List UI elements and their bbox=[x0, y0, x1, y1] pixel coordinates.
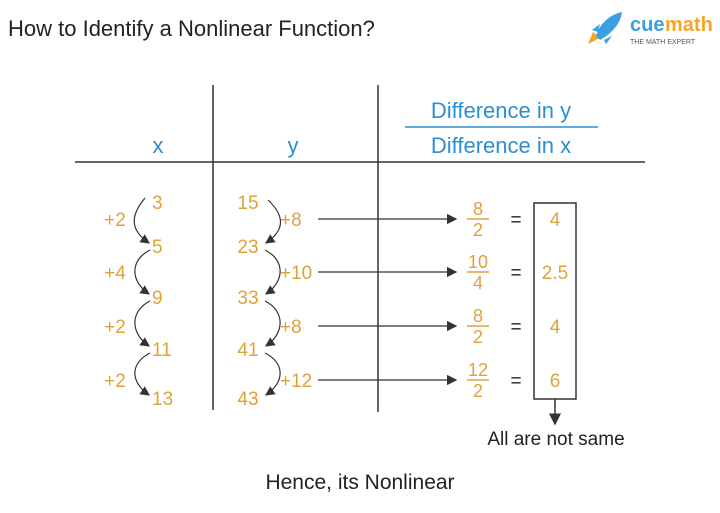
results-box bbox=[533, 202, 577, 400]
logo-tagline: THE MATH EXPERT bbox=[630, 39, 696, 46]
ratio-result: 4 bbox=[550, 317, 561, 338]
header-x: x bbox=[153, 133, 164, 158]
note-text: All are not same bbox=[487, 429, 624, 450]
x-difference: +2 bbox=[104, 317, 126, 338]
logo-brand-cue: cue bbox=[630, 14, 664, 36]
equals-sign: = bbox=[510, 210, 521, 231]
fraction-numerator: 12 bbox=[468, 360, 488, 380]
x-difference: +2 bbox=[104, 371, 126, 392]
equals-sign: = bbox=[510, 317, 521, 338]
y-difference: +10 bbox=[280, 263, 312, 284]
x-value: 11 bbox=[152, 340, 172, 361]
fraction-numerator: 10 bbox=[468, 252, 488, 272]
y-value: 15 bbox=[237, 193, 258, 214]
y-step-arrow bbox=[265, 199, 282, 244]
ratio-result: 6 bbox=[550, 371, 561, 392]
header-difference-x: Difference in x bbox=[431, 133, 571, 158]
fraction-denominator: 4 bbox=[473, 273, 483, 293]
y-difference: +8 bbox=[280, 210, 302, 231]
y-step-arrow bbox=[264, 249, 281, 295]
fraction-numerator: 8 bbox=[473, 199, 483, 219]
equals-sign: = bbox=[510, 263, 521, 284]
x-difference: +2 bbox=[104, 210, 126, 231]
x-value: 5 bbox=[152, 237, 163, 258]
y-difference: +12 bbox=[280, 371, 312, 392]
ratio-result: 2.5 bbox=[542, 263, 568, 284]
x-step-arrow bbox=[134, 249, 151, 295]
y-step-arrow bbox=[264, 300, 281, 347]
header-difference-y: Difference in y bbox=[431, 98, 571, 123]
rocket-icon bbox=[588, 12, 622, 44]
y-difference: +8 bbox=[280, 317, 302, 338]
x-step-arrow bbox=[134, 300, 151, 347]
equals-sign: = bbox=[510, 371, 521, 392]
y-value: 43 bbox=[237, 389, 258, 410]
y-value: 23 bbox=[237, 237, 258, 258]
conclusion-text: Hence, its Nonlinear bbox=[265, 471, 454, 494]
page-title: How to Identify a Nonlinear Function? bbox=[8, 16, 375, 41]
logo-brand-math: math bbox=[665, 14, 713, 36]
y-value: 41 bbox=[237, 340, 258, 361]
x-value: 9 bbox=[152, 288, 163, 309]
fraction-numerator: 8 bbox=[473, 306, 483, 326]
x-value: 13 bbox=[152, 389, 173, 410]
header-y: y bbox=[288, 133, 299, 158]
y-step-arrow bbox=[264, 352, 281, 396]
x-difference: +4 bbox=[104, 263, 126, 284]
x-value: 3 bbox=[152, 193, 163, 214]
cuemath-logo: cue math THE MATH EXPERT bbox=[588, 12, 713, 46]
fraction-denominator: 2 bbox=[473, 381, 483, 401]
x-step-arrow bbox=[133, 197, 150, 244]
ratio-result: 4 bbox=[550, 210, 561, 231]
x-step-arrow bbox=[134, 352, 151, 396]
y-value: 33 bbox=[237, 288, 258, 309]
fraction-denominator: 2 bbox=[473, 220, 483, 240]
fraction-denominator: 2 bbox=[473, 327, 483, 347]
